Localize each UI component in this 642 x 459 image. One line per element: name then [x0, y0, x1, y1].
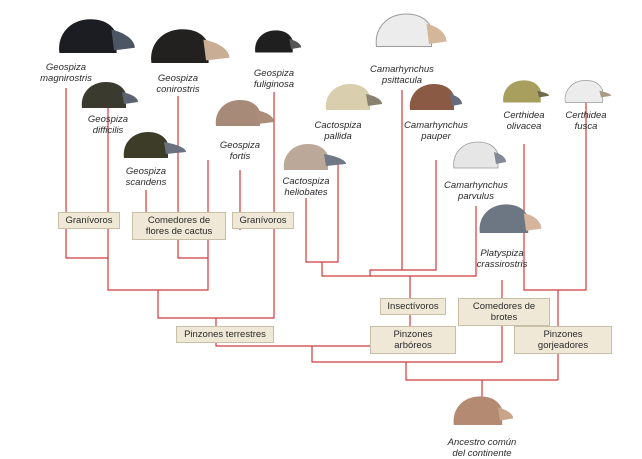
species-text: scandens	[125, 177, 167, 188]
bird-head-olivacea	[503, 80, 550, 103]
species-text: olivacea	[506, 121, 542, 132]
species-text: magnirostris	[40, 73, 92, 84]
branch-parvulus	[370, 206, 477, 277]
bird-head-difficilis	[81, 82, 138, 108]
bird-head-heliobates	[283, 144, 346, 170]
category-pinzones-terrestres: Pinzones terrestres	[176, 326, 274, 343]
bird-head-pallida	[325, 84, 382, 110]
category-text: Granívoros	[65, 215, 113, 226]
category-insectivoros: Insectívoros	[380, 298, 446, 315]
category-text: Comedores de	[147, 215, 211, 226]
species-text: crassirostris	[476, 259, 528, 270]
branch-ground-merge-1	[107, 258, 209, 291]
genus-text: Certhidea	[503, 110, 545, 121]
bird-head-ancestor	[453, 396, 514, 425]
bird-head-fuliginosa	[255, 30, 302, 53]
species-text: pauper	[421, 131, 451, 142]
bird-heads	[59, 13, 612, 425]
species-text: psittacula	[381, 75, 423, 86]
ancestor-line-2: del continente sudamericano	[452, 448, 512, 459]
category-text: Pinzones terrestres	[184, 329, 266, 340]
genus-text: Camarhynchus	[444, 180, 508, 191]
species-text: pallida	[324, 131, 352, 142]
category-granivoros-left: Granívoros	[58, 212, 120, 229]
bird-head-conirostris	[151, 29, 230, 63]
genus-text: Geospiza	[253, 68, 295, 79]
species-text: fortis	[229, 151, 251, 162]
category-comedores-brotes: Comedores de brotes	[458, 298, 550, 326]
species-text: fuliginosa	[253, 79, 295, 90]
genus-text: Platyspiza	[480, 248, 524, 259]
category-text: Comedores de brotes	[472, 301, 536, 323]
bird-head-fusca	[564, 79, 612, 103]
genus-text: Geospiza	[125, 166, 167, 177]
ancestor-line-1: Ancestro común	[447, 437, 517, 448]
category-granivoros-right: Granívoros	[232, 212, 294, 229]
bird-head-scandens	[123, 132, 186, 158]
species-text: fusca	[574, 121, 598, 132]
bird-head-crassirostris	[479, 204, 542, 233]
category-pinzones-arboreos: Pinzones arbóreos	[370, 326, 456, 354]
genus-text: Geospiza	[45, 62, 87, 73]
branch-insect-merge-1	[321, 262, 402, 277]
species-text: difficilis	[92, 125, 124, 136]
species-text: parvulus	[458, 191, 494, 202]
bird-head-parvulus	[453, 141, 506, 169]
bird-head-fortis	[215, 100, 274, 126]
species-text: heliobates	[284, 187, 328, 198]
genus-text: Camarhynchus	[404, 120, 468, 131]
category-pinzones-gorjeadores: Pinzones gorjeadores	[514, 326, 612, 354]
category-text: Pinzones gorjeadores	[537, 329, 589, 351]
category-text: Granívoros	[239, 215, 287, 226]
bird-head-magnirostris	[59, 19, 135, 53]
category-text: Pinzones arbóreos	[393, 329, 433, 351]
branch-ground-tree-merge	[311, 346, 502, 363]
category-text: Insectívoros	[387, 301, 439, 312]
branch-main-merge	[405, 362, 558, 381]
genus-text: Geospiza	[157, 73, 199, 84]
category-text: flores de cactus	[145, 226, 213, 237]
genus-text: Geospiza	[219, 140, 261, 151]
genus-text: Camarhynchus	[370, 64, 434, 75]
genus-text: Certhidea	[565, 110, 607, 121]
bird-head-pauper	[409, 84, 462, 110]
bird-head-psittacula	[375, 13, 447, 48]
genus-text: Cactospiza	[314, 120, 362, 131]
species-text: conirostris	[156, 84, 200, 95]
genus-text: Cactospiza	[282, 176, 330, 187]
branch-psittacula-pauper	[401, 90, 437, 271]
genus-text: Geospiza	[87, 114, 129, 125]
